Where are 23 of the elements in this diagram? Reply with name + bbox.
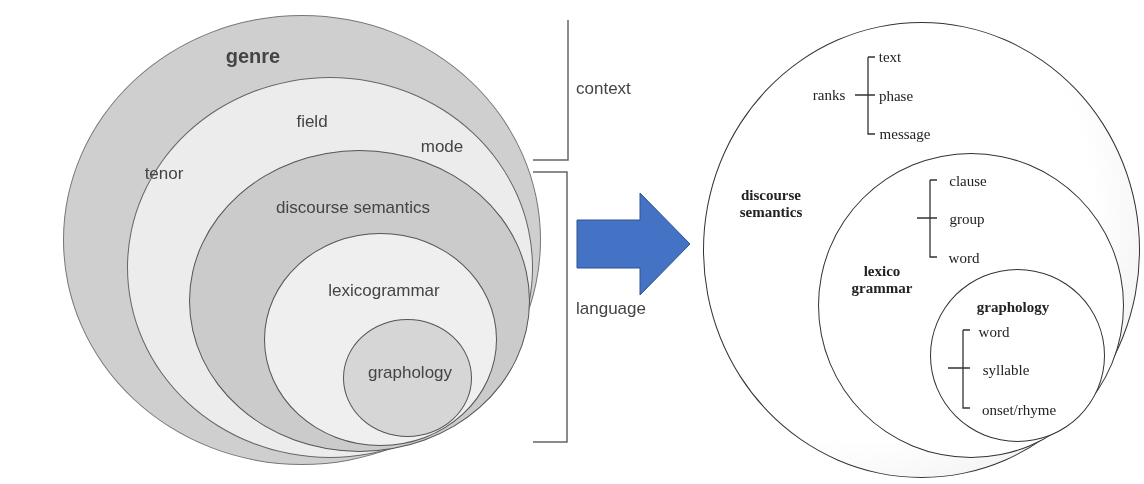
circle-label: lexicogrammar bbox=[328, 281, 440, 301]
circle-label: graphology bbox=[367, 363, 453, 383]
circle-heading: genre bbox=[225, 44, 281, 68]
rank-label: message bbox=[879, 126, 931, 144]
rank-label: clause bbox=[949, 173, 987, 191]
circle-label: discourse semantics bbox=[276, 198, 430, 218]
rank-label: ranks bbox=[812, 87, 846, 105]
rank-label: syllable bbox=[982, 362, 1030, 380]
circle-label: field bbox=[296, 112, 328, 132]
rank-label: phase bbox=[878, 88, 914, 106]
circle-heading: discourse semantics bbox=[738, 186, 804, 222]
circle-label: tenor bbox=[144, 164, 184, 184]
rank-label: onset/rhyme bbox=[981, 402, 1057, 420]
circle-heading: graphology bbox=[976, 299, 1050, 317]
rank-label: group bbox=[949, 211, 985, 229]
circle-label: mode bbox=[420, 137, 464, 157]
circle-heading: lexico grammar bbox=[850, 262, 914, 298]
bracket-label: language bbox=[576, 299, 646, 319]
rank-label: word bbox=[978, 324, 1010, 342]
block-arrow bbox=[576, 192, 691, 296]
rank-label: word bbox=[948, 250, 980, 268]
rank-label: text bbox=[878, 49, 902, 67]
bracket-label: context bbox=[576, 79, 631, 99]
